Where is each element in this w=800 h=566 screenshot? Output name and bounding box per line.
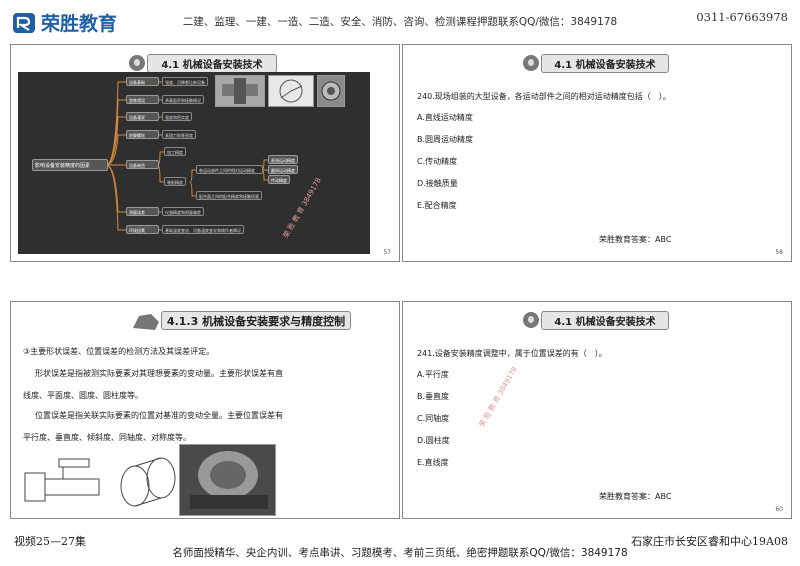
body-line-1: ③主要形状误差、位置误差的检测方法及其误差评定。 xyxy=(23,347,215,356)
slide-59: 4.1.3 机械设备安装要求与精度控制 ③主要形状误差、位置误差的检测方法及其误… xyxy=(10,301,400,519)
slide-58: 4.1 机械设备安装技术 240.现场组装的大型设备，各运动部件之间的相对运动精… xyxy=(402,44,792,262)
leaf-assembly: 装配精度 xyxy=(164,177,186,186)
bulb-icon xyxy=(523,312,539,328)
option-d: D.圆柱度 xyxy=(417,436,450,445)
leaf-shims: 承载面积和接触情况 xyxy=(162,95,204,104)
branch-grouting: 设备灌浆 xyxy=(126,112,159,121)
logo-text: 荣胜教育 xyxy=(41,13,118,35)
logo: 荣胜教育 xyxy=(12,9,117,36)
leaf-foundation: 强度、沉降都比新设备 xyxy=(162,77,208,86)
answer-text: 荣胜教育答案：ABC xyxy=(599,235,672,244)
question-text: 241.设备安装精度调整中，属于位置误差的有（ ）。 xyxy=(417,349,607,358)
slide-title: 4.1 机械设备安装技术 xyxy=(541,54,669,73)
body-line-5: 平行度、垂直度、倾斜度、同轴度、对称度等。 xyxy=(23,433,191,442)
answer-text: 荣胜教育答案：ABC xyxy=(599,492,672,501)
header-banner: 二建、监理、一建、一造、二造、安全、消防、咨询、检测课程押题联系QQ/微信：38… xyxy=(182,16,618,28)
branch-environment: 环境因素 xyxy=(126,225,159,234)
option-e: E.配合精度 xyxy=(417,201,457,210)
engine-icon xyxy=(133,314,159,330)
leaf-measurement: 仪器精度和测量偏差 xyxy=(162,207,204,216)
branch-shims: 垫铁埋设 xyxy=(126,95,159,104)
leaf-relative-motion: 各运动部件之间的相对运动精度 xyxy=(196,165,263,174)
diagram-circle xyxy=(268,75,314,107)
shaft-tolerance-drawing xyxy=(24,458,100,502)
leaf-environment: 基础温度变化、设备温度变化和操作者情况 xyxy=(162,225,244,234)
cylinder-drawing xyxy=(120,457,176,507)
photo-alignment xyxy=(215,75,265,107)
footer-banner: 名师面授精华、央企内训、考点串讲、习题模考、考前三页纸、绝密押题联系QQ/微信：… xyxy=(172,547,628,559)
mind-map-root: 影响设备安装精度的因素 xyxy=(32,159,108,171)
option-a: A.直线运动精度 xyxy=(417,113,473,122)
option-b: B.垂直度 xyxy=(417,392,450,401)
leaf-anchor-bolts: 紧固力和垂直度 xyxy=(162,130,196,139)
slide-title: 4.1 机械设备安装技术 xyxy=(147,54,277,73)
body-line-2: 形状误差是指被测实际要素对其理想要素的变动量。主要形状误差有直 xyxy=(35,369,283,378)
fine-transmission: 传动精度 xyxy=(268,175,290,184)
fine-circular: 圆周运动精度 xyxy=(268,165,298,174)
branch-manufacturing: 设备制造 xyxy=(126,160,159,169)
footer-address: 石家庄市长安区睿和中心19A08 xyxy=(631,535,788,548)
footer-video-range: 视频25—27集 xyxy=(14,535,86,548)
option-e: E.直线度 xyxy=(417,458,449,467)
branch-measurement: 测量误差 xyxy=(126,207,159,216)
logo-mark-icon xyxy=(13,12,35,33)
option-b: B.圆周运动精度 xyxy=(417,135,474,144)
slide-number: 60 xyxy=(775,506,783,513)
question-text: 240.现场组装的大型设备，各运动部件之间的相对运动精度包括（ ）。 xyxy=(417,92,671,101)
leaf-fit-contact: 配合面之间的配合精度和接触质量 xyxy=(196,191,262,200)
leaf-grouting: 强度和密实度 xyxy=(162,112,192,121)
photo-turbine xyxy=(179,444,276,516)
option-c: C.同轴度 xyxy=(417,414,450,423)
branch-foundation: 设备基础 xyxy=(126,77,159,86)
slide-number: 57 xyxy=(383,249,391,256)
option-a: A.平行度 xyxy=(417,370,449,379)
slide-title: 4.1 机械设备安装技术 xyxy=(541,311,669,330)
watermark: 荣 胜 教 育 3849178 xyxy=(477,365,519,429)
body-line-4: 位置误差是指关联实际要素的位置对基准的变动全量。主要位置误差有 xyxy=(35,411,283,420)
header-phone: 0311-67663978 xyxy=(696,10,788,24)
turbine-rotor-icon xyxy=(180,445,275,515)
option-d: D.接触质量 xyxy=(417,179,458,188)
circular-runout-icon xyxy=(279,79,303,103)
slide-title: 4.1.3 机械设备安装要求与精度控制 xyxy=(161,311,351,330)
fine-linear: 直线运动精度 xyxy=(268,155,298,164)
slide-number: 58 xyxy=(775,249,783,256)
mind-map: 影响设备安装精度的因素 设备基础 强度、沉降都比新设备 垫铁埋设 承载面积和接触… xyxy=(18,72,370,254)
alignment-tool-icon xyxy=(222,78,258,104)
slide-60: 4.1 机械设备安装技术 241.设备安装精度调整中，属于位置误差的有（ ）。 … xyxy=(402,301,792,519)
bulb-icon xyxy=(129,55,145,71)
body-line-3: 线度、平面度、圆度、圆柱度等。 xyxy=(23,391,143,400)
leaf-machining: 加工精度 xyxy=(164,147,186,156)
bearing-icon xyxy=(321,81,341,101)
bulb-icon xyxy=(523,55,539,71)
photo-bearing xyxy=(317,75,345,107)
branch-anchor-bolts: 地脚螺栓 xyxy=(126,130,159,139)
option-c: C.传动精度 xyxy=(417,157,458,166)
slide-57: 4.1 机械设备安装技术 影响设备安装精度的因素 xyxy=(10,44,400,262)
